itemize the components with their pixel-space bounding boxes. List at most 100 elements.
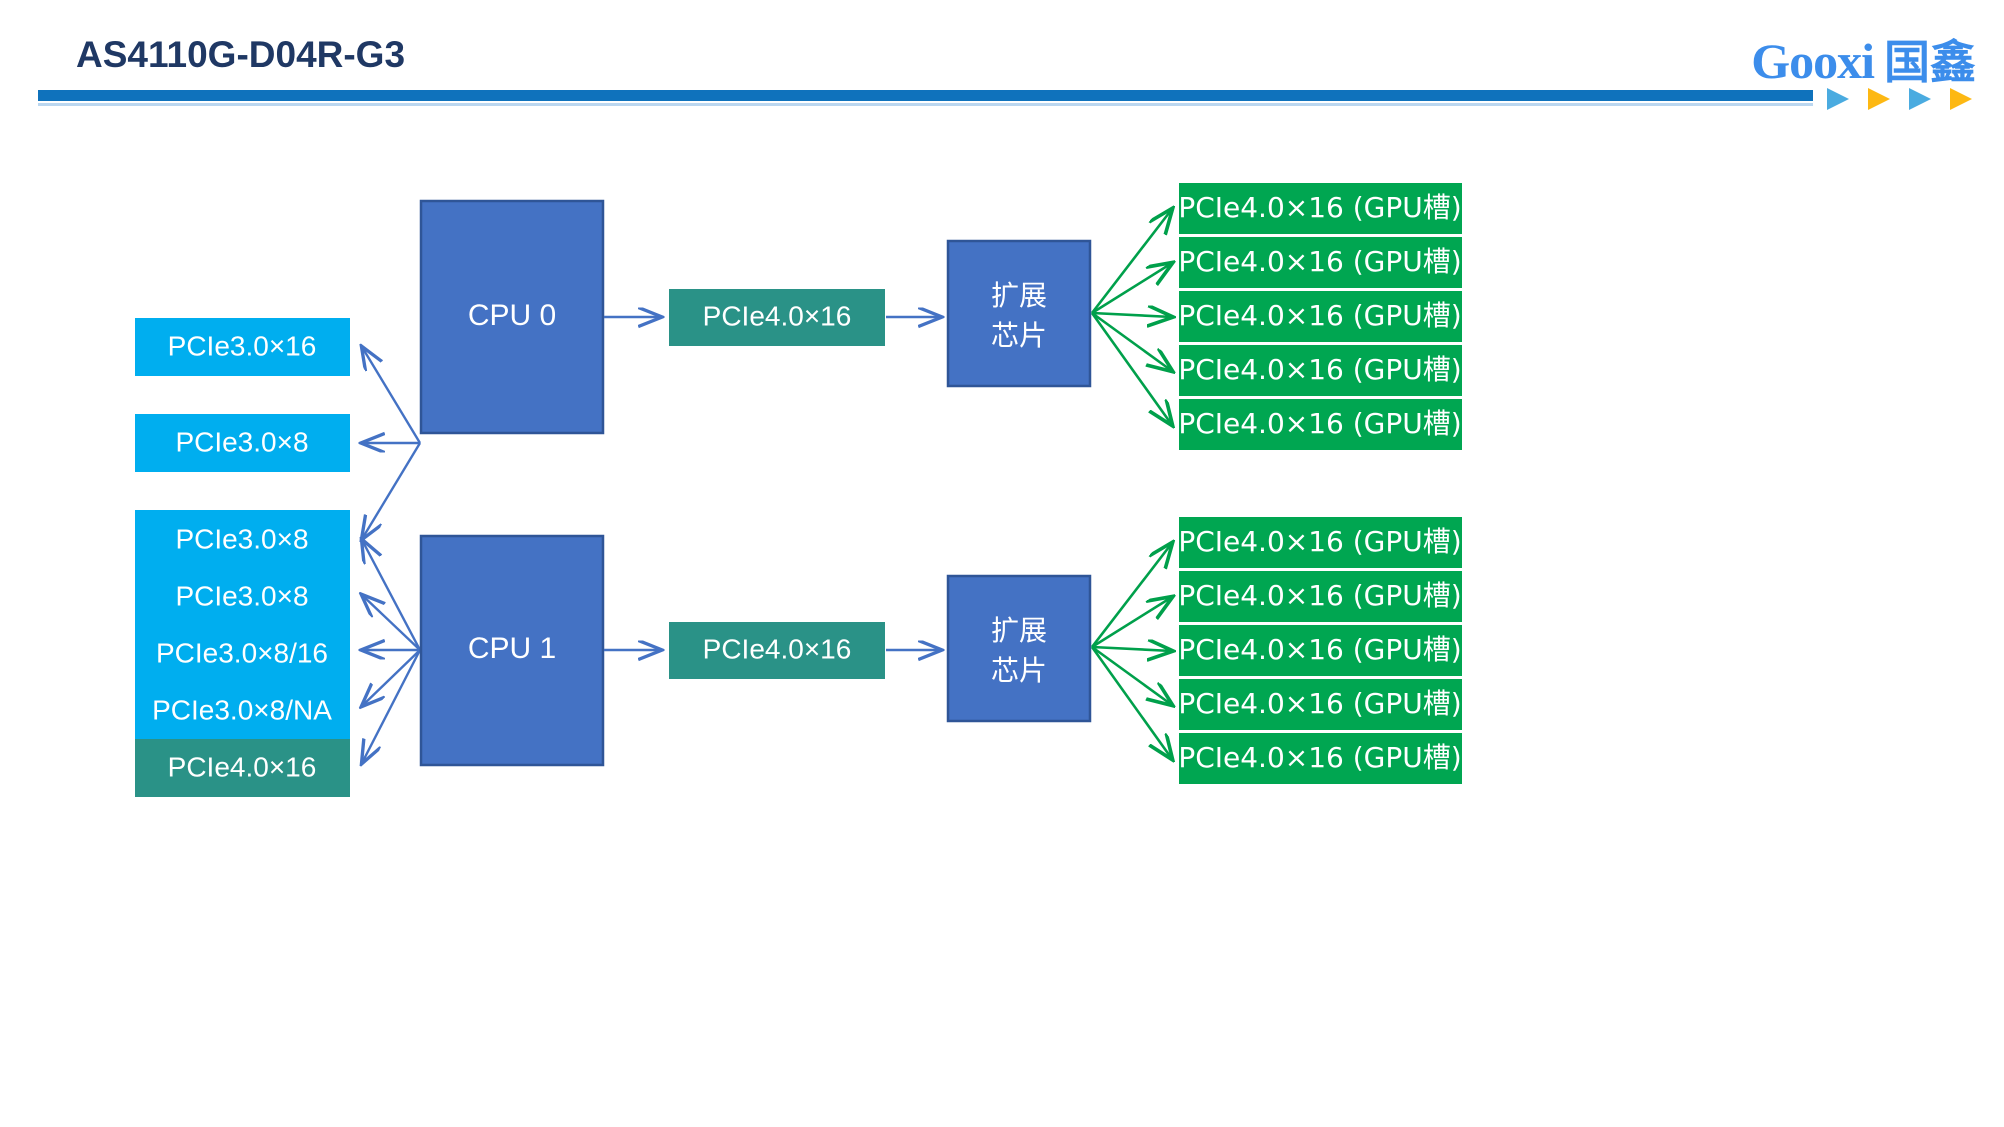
cpu0-gpu-slot-1-rect[interactable] — [1179, 183, 1462, 234]
cpu1-left-slot-5-rect[interactable] — [135, 739, 350, 797]
cpu1-rect[interactable] — [419, 534, 605, 767]
cpu0-uplink-rect[interactable] — [669, 289, 885, 346]
link-cpu1-switch-to-gpu-4 — [1091, 645, 1172, 705]
cpu1-left-slot-3-label: PCIe3.0×8/16 — [156, 637, 328, 668]
link-cpu1-switch-to-gpu-1 — [1090, 543, 1172, 648]
header-rule-bar — [38, 90, 1813, 101]
cpu0-left-slot-2[interactable]: PCIe3.0×8 — [135, 414, 350, 472]
cpu0-gpu-slot-5[interactable]: PCIe4.0×16 (GPU槽) — [1178, 399, 1462, 450]
cpu0-left-slot-1-rect[interactable] — [135, 318, 350, 376]
cpu1-left-slot-2-label: PCIe3.0×8 — [175, 580, 308, 611]
brand-logo-latin: Gooxi — [1751, 33, 1875, 89]
cpu0-left-slot-2-label: PCIe3.0×8 — [175, 426, 308, 457]
cpu1-left-slot-2-rect[interactable] — [135, 568, 350, 626]
cpu0-gpu-slot-3[interactable]: PCIe4.0×16 (GPU槽) — [1178, 291, 1462, 342]
cpu1-left-slot-3-rect[interactable] — [135, 625, 350, 683]
triangle-arrow-icon-3 — [1909, 88, 1931, 110]
link-cpu1-to-left-slot-2 — [362, 595, 421, 651]
cpu1-left-slot-1-label: PCIe3.0×8 — [175, 523, 308, 554]
cpu1-label: CPU 1 — [468, 632, 556, 665]
link-cpu0-to-left-slot-1 — [362, 347, 422, 444]
brand-logo-cjk: 国鑫 — [1884, 35, 1976, 89]
cpu1-gpu-slot-1[interactable]: PCIe4.0×16 (GPU槽) — [1178, 517, 1462, 568]
cpu1-gpu-slot-4-rect[interactable] — [1179, 679, 1462, 730]
cpu0-label: CPU 0 — [468, 299, 556, 332]
cpu0-gpu-slot-2[interactable]: PCIe4.0×16 (GPU槽) — [1178, 237, 1462, 288]
cpu0-gpu-slot-3-rect[interactable] — [1179, 291, 1462, 342]
cpu1-block[interactable]: CPU 1 — [419, 534, 605, 767]
cpu1-switch-label-line1: 扩展 — [991, 614, 1047, 647]
link-cpu1-switch-to-gpu-5 — [1090, 646, 1172, 759]
header-rule-bar-thin — [38, 103, 1813, 106]
cpu1-left-slot-4-label: PCIe3.0×8/NA — [152, 694, 332, 725]
link-cpu0-to-left-slot-3 — [362, 442, 422, 539]
cpu1-gpu-slot-3[interactable]: PCIe4.0×16 (GPU槽) — [1178, 625, 1462, 676]
triangle-arrow-icon-4 — [1950, 88, 1972, 110]
link-cpu1-to-left-slot-4 — [362, 649, 421, 706]
triangle-arrow-icon-1 — [1827, 88, 1849, 110]
cpu1-gpu-slot-5[interactable]: PCIe4.0×16 (GPU槽) — [1178, 733, 1462, 784]
cpu1-gpu-slot-1-rect[interactable] — [1179, 517, 1462, 568]
cpu0-block[interactable]: CPU 0 — [419, 199, 605, 435]
cpu0-gpu-slot-2-label: PCIe4.0×16 (GPU槽) — [1178, 245, 1461, 278]
cpu1-left-slot-1[interactable]: PCIe3.0×8 — [135, 511, 350, 569]
link-cpu0-switch-to-gpu-4 — [1091, 311, 1172, 371]
header-arrow-strip — [1827, 86, 1997, 112]
cpu1-switch-rect[interactable] — [946, 574, 1092, 723]
cpu1-gpu-slot-5-rect[interactable] — [1179, 733, 1462, 784]
cpu1-left-slot-5-label: PCIe4.0×16 — [168, 751, 317, 782]
cpu1-gpu-slot-2-rect[interactable] — [1179, 571, 1462, 622]
cpu0-uplink-label: PCIe4.0×16 — [703, 300, 852, 331]
cpu1-gpu-slot-3-rect[interactable] — [1179, 625, 1462, 676]
cpu0-uplink[interactable]: PCIe4.0×16 — [669, 289, 885, 346]
cpu0-rect[interactable] — [419, 199, 605, 435]
cpu1-left-slot-4-rect[interactable] — [135, 682, 350, 740]
link-cpu1-to-left-slot-5 — [362, 649, 422, 763]
cpu1-switch-label-line2: 芯片 — [991, 654, 1047, 687]
cpu1-gpu-slot-4-label: PCIe4.0×16 (GPU槽) — [1178, 687, 1461, 720]
cpu1-left-slot-3[interactable]: PCIe3.0×8/16 — [135, 625, 350, 683]
cpu1-left-slot-4[interactable]: PCIe3.0×8/NA — [135, 682, 350, 740]
link-cpu0-switch-to-gpu-5 — [1090, 312, 1172, 425]
cpu0-gpu-slot-2-rect[interactable] — [1179, 237, 1462, 288]
cpu1-gpu-slot-5-label: PCIe4.0×16 (GPU槽) — [1178, 741, 1461, 774]
link-cpu0-switch-to-gpu-3 — [1091, 313, 1172, 317]
link-cpu0-switch-to-gpu-1 — [1090, 209, 1172, 314]
cpu0-gpu-slot-4-label: PCIe4.0×16 (GPU槽) — [1178, 353, 1461, 386]
link-cpu1-switch-to-gpu-2 — [1091, 597, 1172, 649]
triangle-arrow-icon-2 — [1868, 88, 1890, 110]
pcie-topology-diagram: PCIe3.0×16 PCIe3.0×8 PCIe3.0×8 CPU 0 PCI… — [0, 125, 2004, 1127]
cpu1-gpu-slot-1-label: PCIe4.0×16 (GPU槽) — [1178, 525, 1461, 558]
cpu1-gpu-slot-2[interactable]: PCIe4.0×16 (GPU槽) — [1178, 571, 1462, 622]
cpu0-left-slot-2-rect[interactable] — [135, 414, 350, 472]
cpu1-left-slot-2[interactable]: PCIe3.0×8 — [135, 568, 350, 626]
cpu1-group: PCIe3.0×8 PCIe3.0×8 PCIe3.0×8/16 PCIe3.0… — [135, 511, 1462, 797]
cpu0-gpu-slot-5-rect[interactable] — [1179, 399, 1462, 450]
cpu0-switch-label-line2: 芯片 — [991, 319, 1047, 352]
cpu0-gpu-slot-3-label: PCIe4.0×16 (GPU槽) — [1178, 299, 1461, 332]
cpu1-left-slot-1-rect[interactable] — [135, 511, 350, 569]
cpu0-gpu-slot-5-label: PCIe4.0×16 (GPU槽) — [1178, 407, 1461, 440]
link-cpu1-switch-to-gpu-3 — [1091, 647, 1172, 651]
cpu1-uplink-label: PCIe4.0×16 — [703, 633, 852, 664]
cpu0-switch-block[interactable]: 扩展 芯片 — [946, 239, 1092, 388]
cpu0-gpu-slot-4[interactable]: PCIe4.0×16 (GPU槽) — [1178, 345, 1462, 396]
cpu1-gpu-slot-3-label: PCIe4.0×16 (GPU槽) — [1178, 633, 1461, 666]
cpu1-uplink-rect[interactable] — [669, 622, 885, 679]
cpu1-left-slot-5[interactable]: PCIe4.0×16 — [135, 739, 350, 797]
cpu1-gpu-slot-4[interactable]: PCIe4.0×16 (GPU槽) — [1178, 679, 1462, 730]
cpu0-switch-rect[interactable] — [946, 239, 1092, 388]
cpu1-gpu-slot-2-label: PCIe4.0×16 (GPU槽) — [1178, 579, 1461, 612]
cpu0-left-slot-1[interactable]: PCIe3.0×16 — [135, 318, 350, 376]
cpu0-left-slot-1-label: PCIe3.0×16 — [168, 330, 317, 361]
cpu0-gpu-slot-1[interactable]: PCIe4.0×16 (GPU槽) — [1178, 183, 1462, 234]
cpu0-gpu-slot-4-rect[interactable] — [1179, 345, 1462, 396]
link-cpu1-to-left-slot-1 — [362, 540, 422, 651]
cpu0-group: PCIe3.0×16 PCIe3.0×8 PCIe3.0×8 CPU 0 PCI… — [135, 183, 1462, 568]
cpu1-switch-block[interactable]: 扩展 芯片 — [946, 574, 1092, 723]
page-title: AS4110G-D04R-G3 — [76, 34, 406, 75]
cpu1-uplink[interactable]: PCIe4.0×16 — [669, 622, 885, 679]
cpu0-gpu-slot-1-label: PCIe4.0×16 (GPU槽) — [1178, 191, 1461, 224]
